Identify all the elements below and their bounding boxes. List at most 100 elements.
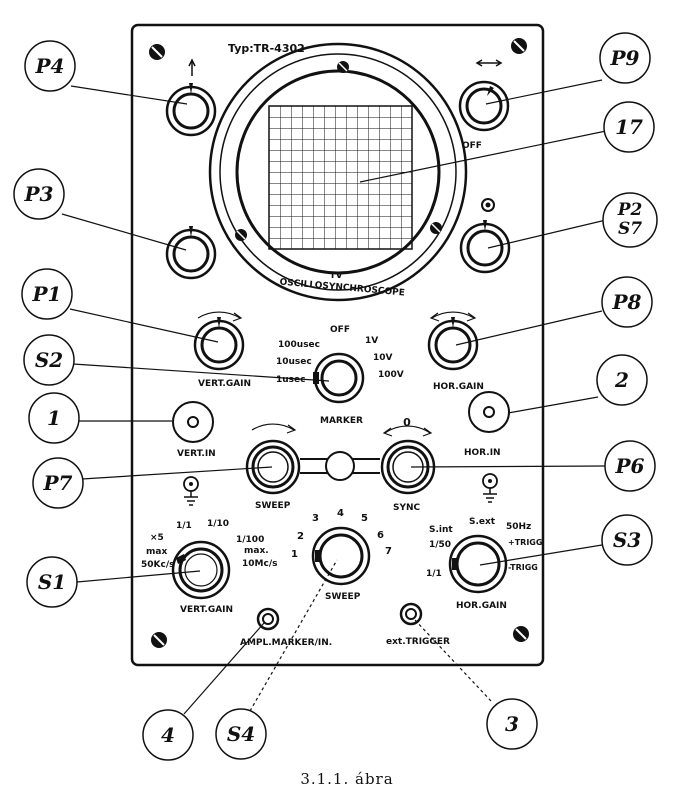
marker-1us-label: 1usec [276,375,305,385]
p4-knob[interactable] [165,83,217,137]
marker-100v-label: 100V [378,370,404,380]
vert-in-label: VERT.IN [177,449,216,459]
s2-marker-switch[interactable] [313,352,365,404]
sweep-pos-1: 1 [291,549,298,560]
p9-off-label: OFF [462,141,482,151]
crt-graticule [268,105,413,250]
callout-s2: S2 [23,334,75,386]
vert-gain-bottom-label: VERT.GAIN [180,605,233,615]
svg-text:2: 2 [614,368,629,392]
att-x5-label: ×5 [150,533,164,543]
callout-p3: P3 [13,168,65,220]
svg-text:P9: P9 [610,46,640,70]
vert-gain-top-label: VERT.GAIN [198,379,251,389]
svg-text:P6: P6 [615,454,645,478]
figure-caption: 3.1.1. ábra [300,770,393,788]
svg-text:S7: S7 [618,219,642,239]
sync-zero-label: 0 [403,416,411,429]
sweep-pos-3: 3 [312,513,319,524]
marker-100us-label: 100usec [278,340,320,350]
ground-icon [183,476,199,506]
ground-icon [482,473,498,503]
trig-plus-label: +TRIGG [508,538,542,547]
p2-s7-knob[interactable] [459,220,511,274]
marker-10v-label: 10V [373,353,393,363]
screw-bottom-left [151,632,167,648]
ampl-marker-jack[interactable] [256,607,280,631]
sweep-top-label: SWEEP [255,501,291,511]
trig-sext-label: S.ext [469,517,496,527]
center-bridge [300,451,380,481]
vertical-arrow-icon [188,58,196,76]
att-max2-label: max. [244,546,269,556]
hor-gain-bottom-label: HOR.GAIN [456,601,507,611]
trig-sint-label: S.int [429,525,453,535]
callout-3: 3 [486,698,538,750]
s4-sweep-range-switch[interactable] [311,526,371,586]
p6-rotation-arrow [384,425,431,434]
svg-text:P7: P7 [43,471,73,495]
callout-p1: P1 [21,268,73,320]
screw-top-left [149,44,165,60]
crt-bezel-screw [235,229,247,241]
ext-trigger-jack[interactable] [399,602,423,626]
att-1-100-label: 1/100 [236,535,264,545]
sweep-bottom-label: SWEEP [325,592,361,602]
sweep-pos-2: 2 [297,531,304,542]
front-panel [130,23,545,667]
callout-p8: P8 [601,276,653,328]
hor-gain-top-label: HOR.GAIN [433,382,484,392]
svg-text:S1: S1 [38,570,66,594]
callout-2: 2 [596,354,648,406]
sync-label: SYNC [393,503,421,513]
svg-text:3: 3 [505,712,519,736]
hor-in-jack[interactable] [468,391,510,433]
svg-text:S3: S3 [613,528,641,552]
marker-1v-label: 1V [365,336,378,346]
p3-knob[interactable] [165,226,217,280]
indicator-lamp [481,198,495,212]
vert-in-jack[interactable] [172,401,214,443]
p8-rotation-arrow [431,311,475,319]
horizontal-arrow-icon [475,59,503,67]
att-10mcs-label: 10Mc/s [242,559,277,569]
svg-text:P2: P2 [617,200,643,220]
trig-minus-label: -TRIGG [508,563,538,572]
trig-150-label: 1/50 [429,540,451,550]
svg-text:S2: S2 [35,348,63,372]
svg-text:17: 17 [615,115,643,139]
callout-17: 17 [603,101,655,153]
svg-text:P4: P4 [35,54,65,78]
s1-attenuator-switch[interactable] [171,540,231,600]
screw-bottom-right [513,626,529,642]
callout-1: 1 [28,392,80,444]
ampl-marker-label: AMPL.MARKER/IN. [240,638,332,648]
att-50kcs-label: 50Kc/s [141,560,174,570]
crt-bezel-screw [337,61,349,73]
corner-screws [149,38,529,648]
marker-10us-label: 10usec [276,357,312,367]
s3-trigger-switch[interactable] [448,534,508,594]
crt-label-tv: TV [329,271,342,281]
marker-label: MARKER [320,416,363,426]
p9-knob[interactable] [458,80,510,132]
sweep-pos-5: 5 [361,513,368,524]
trig-11-label: 1/1 [426,569,442,579]
sweep-pos-7: 7 [385,546,392,557]
svg-text:1: 1 [47,406,61,430]
trig-50hz-label: 50Hz [506,522,531,532]
att-max-label: max [146,547,167,557]
svg-text:S4: S4 [227,722,255,746]
model-label: Typ:TR-4302 [228,42,305,55]
ext-trigger-label: ext.TRIGGER [386,637,450,647]
svg-text:4: 4 [161,723,175,747]
p1-vert-gain-knob[interactable] [193,317,245,371]
hor-in-label: HOR.IN [464,448,501,458]
callout-s3: S3 [601,514,653,566]
svg-text:P1: P1 [32,282,62,306]
p7-rotation-arrow [251,423,295,431]
p8-hor-gain-knob[interactable] [427,317,479,371]
p7-sweep-knob[interactable] [245,439,301,495]
